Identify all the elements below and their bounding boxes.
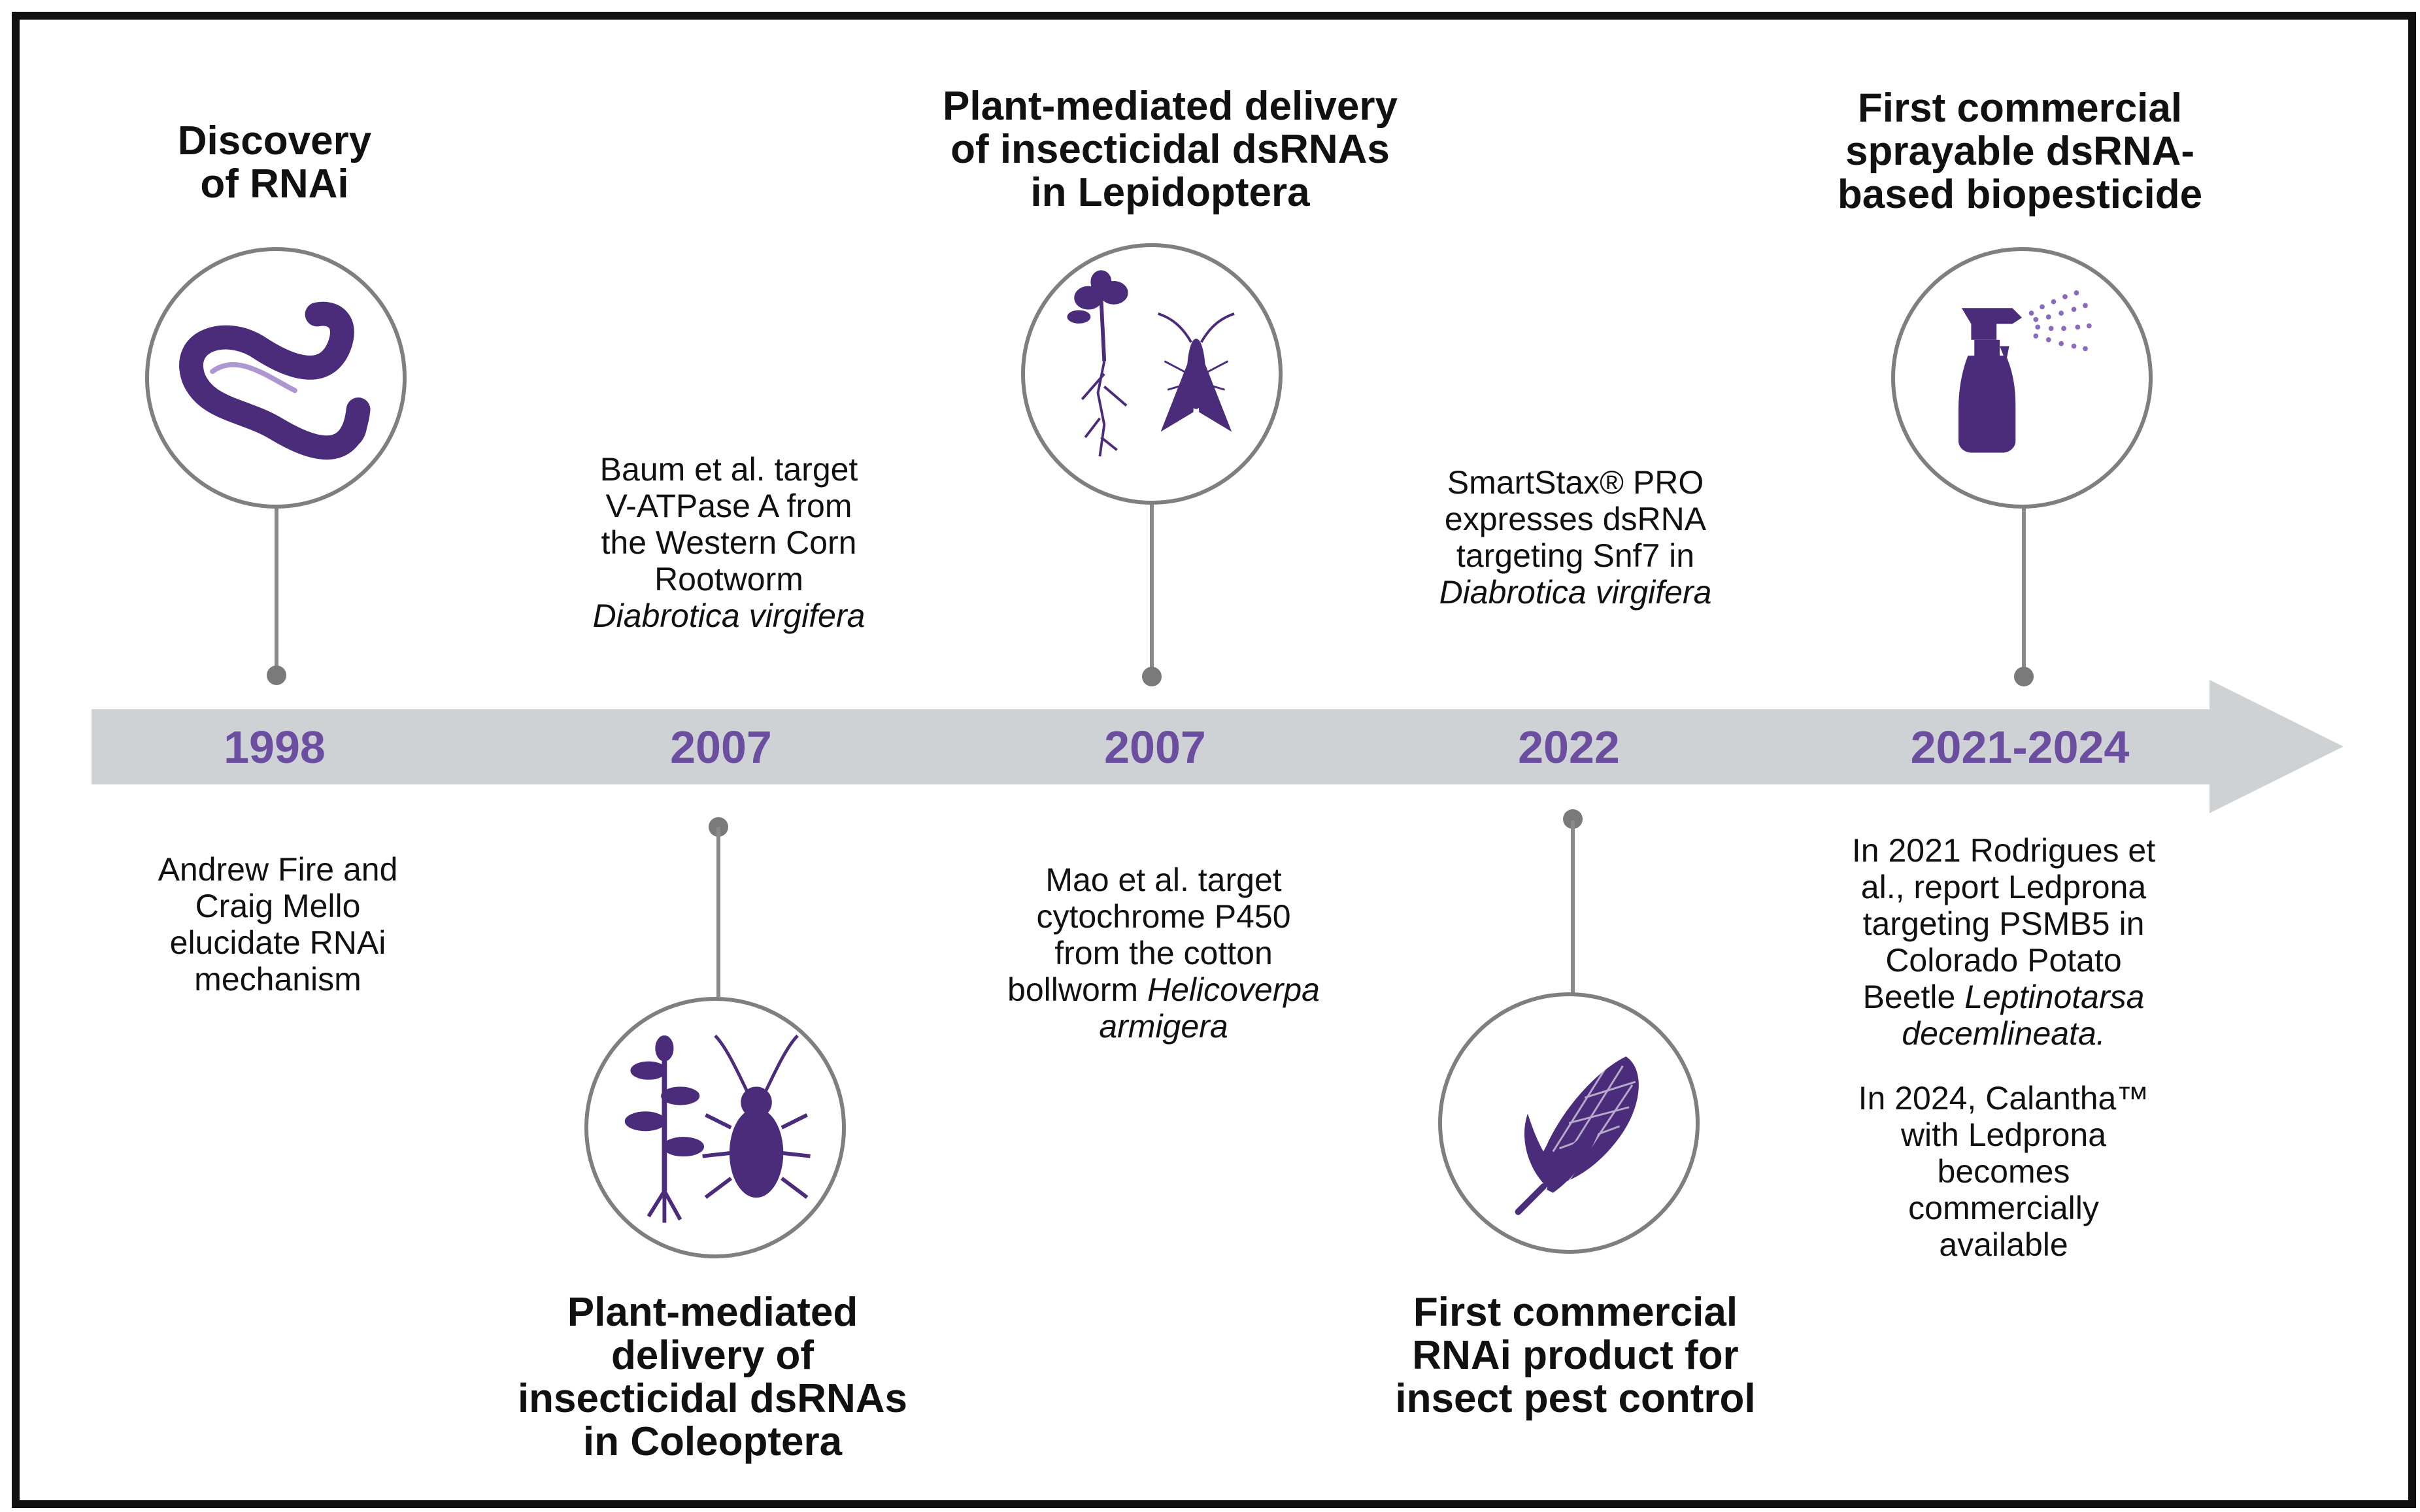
year-label-2007-lepidoptera: 2007 bbox=[1104, 722, 1206, 773]
event-dot-2007-lepidoptera bbox=[1142, 667, 1162, 686]
event-stem-2007-coleoptera bbox=[716, 827, 720, 997]
event-desc-2021: In 2021 Rodrigues et al., report Ledpron… bbox=[1851, 832, 2156, 1052]
event-title-biopesticide: First commercial sprayable dsRNA- based … bbox=[1837, 86, 2203, 217]
event-icon-circle-2021-2024 bbox=[1891, 247, 2153, 509]
event-desc-2022: SmartStax® PRO expresses dsRNA targeting… bbox=[1439, 464, 1712, 611]
event-icon-circle-2007-lepidoptera bbox=[1021, 243, 1283, 505]
worm-icon bbox=[179, 301, 371, 460]
year-label-1998: 1998 bbox=[224, 722, 326, 773]
spray-bottle-icon bbox=[1958, 290, 2092, 453]
plant-beetle-icon bbox=[624, 1034, 811, 1223]
year-label-2007-coleoptera: 2007 bbox=[670, 722, 772, 773]
event-icon-circle-1998 bbox=[145, 247, 407, 509]
event-title-coleoptera: Plant-mediated delivery of insecticidal … bbox=[517, 1290, 908, 1464]
event-desc-2024: In 2024, Calantha™ with Ledprona becomes… bbox=[1858, 1080, 2149, 1263]
event-title-2022: First commercial RNAi product for insect… bbox=[1395, 1290, 1756, 1421]
event-stem-2021-2024 bbox=[2022, 509, 2026, 675]
event-title-lepidoptera: Plant-mediated delivery of insecticidal … bbox=[942, 84, 1398, 215]
event-icon-circle-2022 bbox=[1438, 992, 1700, 1254]
timeline-arrow-shape bbox=[92, 680, 2344, 813]
event-title-discovery: Discovery of RNAi bbox=[177, 118, 372, 207]
event-desc-2007-lepidoptera: Mao et al. target cytochrome P450 from t… bbox=[1007, 862, 1320, 1045]
event-stem-2022 bbox=[1571, 820, 1575, 994]
event-dot-1998 bbox=[267, 665, 286, 685]
year-label-2022: 2022 bbox=[1518, 722, 1620, 773]
year-label-2021-2024: 2021-2024 bbox=[1910, 722, 2130, 773]
corn-icon bbox=[1515, 1056, 1639, 1215]
plant-moth-icon bbox=[1067, 270, 1235, 457]
event-desc-2007-coleoptera: Baum et al. target V-ATPase A from the W… bbox=[592, 451, 865, 634]
event-stem-2007-lepidoptera bbox=[1150, 505, 1154, 675]
event-desc-1998: Andrew Fire and Craig Mello elucidate RN… bbox=[158, 851, 398, 998]
event-stem-1998 bbox=[275, 509, 278, 672]
event-icon-circle-2007-coleoptera bbox=[584, 997, 846, 1258]
event-dot-2021-2024 bbox=[2014, 667, 2034, 686]
